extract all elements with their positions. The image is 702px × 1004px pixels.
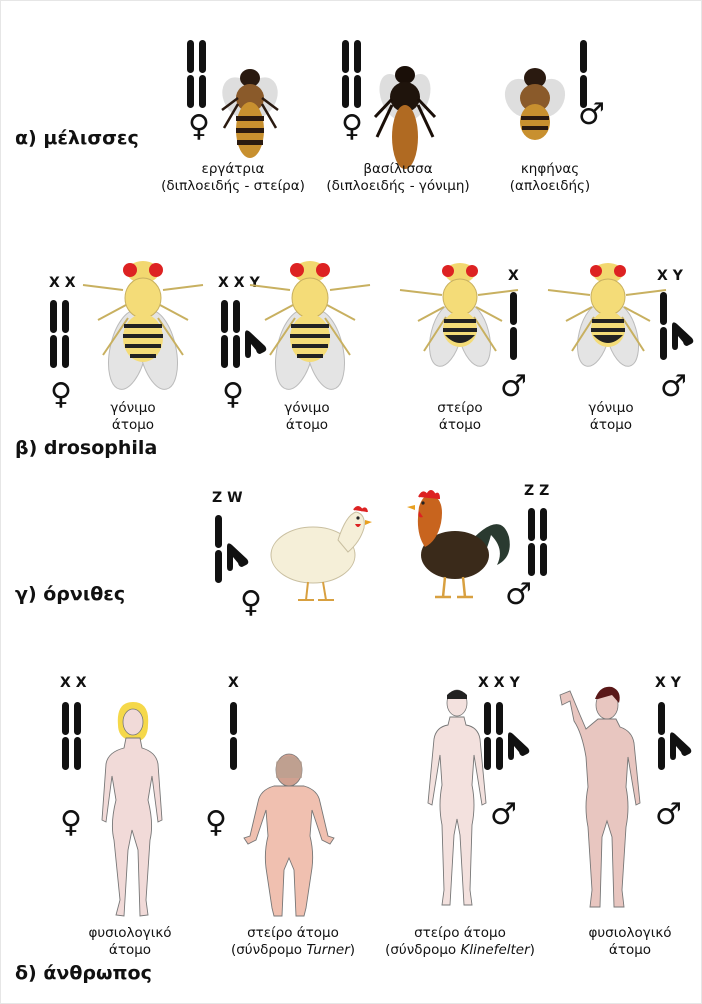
- person1-caption-line2: άτομο: [75, 942, 185, 959]
- person1-caption: φυσιολογικό άτομο: [75, 925, 185, 959]
- section-label-humans: δ) άνθρωπος: [15, 962, 152, 984]
- male-symbol: ♂: [500, 372, 527, 402]
- hen-chromosome-labels: ZW: [212, 490, 248, 506]
- male-symbol: ♂: [505, 580, 532, 610]
- person2-caption-line2: (σύνδρομο Turner): [218, 942, 368, 959]
- person3-caption-syndrome: Klinefelter: [460, 942, 529, 958]
- person4-caption: φυσιολογικό άτομο: [575, 925, 685, 959]
- female-symbol: ♀: [341, 112, 363, 142]
- fly1-chromosomes: [50, 300, 80, 370]
- rooster-chromosomes: [528, 508, 558, 578]
- person2-caption-suffix: ): [350, 942, 355, 958]
- person4-caption-line1: φυσιολογικό: [575, 925, 685, 942]
- fly3-chromosome-labels: X: [508, 268, 524, 284]
- male-symbol: ♂: [655, 800, 682, 830]
- person1-chromosome-labels: XX: [60, 675, 92, 691]
- section-label-birds: γ) όρνιθες: [15, 583, 125, 605]
- person2-chromosome-labels: X: [228, 675, 244, 691]
- person3-caption: στείρο άτομο (σύνδρομο Klinefelter): [375, 925, 545, 959]
- fly3-caption: στείρο άτομο: [415, 400, 505, 434]
- person2-caption: στείρο άτομο (σύνδρομο Turner): [218, 925, 368, 959]
- fly3-drosophila-icon: [400, 255, 520, 385]
- person4-caption-line2: άτομο: [575, 942, 685, 959]
- fly4-caption-line1: γόνιμο: [566, 400, 656, 417]
- worker-caption: εργάτρια (διπλοειδής - στείρα): [158, 161, 308, 195]
- fly4-chromosomes: [660, 292, 700, 362]
- person2-caption-line1: στείρο άτομο: [218, 925, 368, 942]
- person1-human-female-icon: [88, 700, 178, 925]
- fly1-drosophila-icon: [78, 250, 208, 390]
- female-symbol: ♀: [205, 808, 227, 838]
- female-symbol: ♀: [188, 112, 210, 142]
- fly4-caption-line2: άτομο: [566, 417, 656, 434]
- person3-caption-prefix: (σύνδρομο: [385, 942, 460, 958]
- rooster-chromosome-labels: ZZ: [524, 483, 554, 499]
- queen-caption: βασίλισσα (διπλοειδής - γόνιμη): [313, 161, 483, 195]
- fly2-drosophila-icon: [245, 250, 375, 390]
- queen-bee-icon: [365, 55, 445, 170]
- drone-caption-line2: (απλοειδής): [495, 178, 605, 195]
- person4-human-male-icon: [552, 685, 652, 915]
- drone-bee-icon: [500, 60, 570, 150]
- person2-caption-prefix: (σύνδρομο: [231, 942, 306, 958]
- worker-bee-icon: [210, 58, 290, 168]
- person3-chromosomes: [484, 702, 534, 772]
- person4-chromosome-labels: XY: [655, 675, 686, 691]
- section-label-drosophila: β) drosophila: [15, 437, 157, 459]
- worker-caption-line1: εργάτρια: [158, 161, 308, 178]
- queen-caption-line1: βασίλισσα: [313, 161, 483, 178]
- fly3-chromosomes: [510, 292, 520, 362]
- fly3-caption-line2: άτομο: [415, 417, 505, 434]
- fly4-drosophila-icon: [548, 255, 668, 385]
- fly4-chromosome-labels: XY: [657, 268, 688, 284]
- rooster-icon: [405, 487, 515, 605]
- fly1-chromosome-labels: XX: [49, 275, 81, 291]
- drone-caption-line1: κηφήνας: [495, 161, 605, 178]
- male-symbol: ♂: [578, 100, 605, 130]
- section-label-bees: α) μέλισσες: [15, 127, 139, 149]
- fly1-caption-line2: άτομο: [88, 417, 178, 434]
- drone-caption: κηφήνας (απλοειδής): [495, 161, 605, 195]
- fly3-caption-line1: στείρο: [415, 400, 505, 417]
- female-symbol: ♀: [50, 380, 72, 410]
- person3-caption-line2: (σύνδρομο Klinefelter): [375, 942, 545, 959]
- male-symbol: ♂: [490, 800, 517, 830]
- person2-human-turner-icon: [234, 750, 344, 920]
- person1-caption-line1: φυσιολογικό: [75, 925, 185, 942]
- female-symbol: ♀: [60, 808, 82, 838]
- fly4-caption: γόνιμο άτομο: [566, 400, 656, 434]
- person4-chromosomes: [658, 702, 698, 772]
- worker-caption-line2: (διπλοειδής - στείρα): [158, 178, 308, 195]
- person3-chromosome-labels: XXY: [478, 675, 525, 691]
- female-symbol: ♀: [222, 380, 244, 410]
- hen-chromosomes: [215, 515, 255, 585]
- person3-caption-suffix: ): [530, 942, 535, 958]
- male-symbol: ♂: [660, 372, 687, 402]
- fly1-caption: γόνιμο άτομο: [88, 400, 178, 434]
- female-symbol: ♀: [240, 588, 262, 618]
- person3-caption-line1: στείρο άτομο: [375, 925, 545, 942]
- fly2-caption: γόνιμο άτομο: [262, 400, 352, 434]
- fly1-caption-line1: γόνιμο: [88, 400, 178, 417]
- person2-caption-syndrome: Turner: [306, 942, 349, 958]
- fly2-caption-line1: γόνιμο: [262, 400, 352, 417]
- queen-caption-line2: (διπλοειδής - γόνιμη): [313, 178, 483, 195]
- hen-icon: [268, 500, 373, 605]
- fly2-caption-line2: άτομο: [262, 417, 352, 434]
